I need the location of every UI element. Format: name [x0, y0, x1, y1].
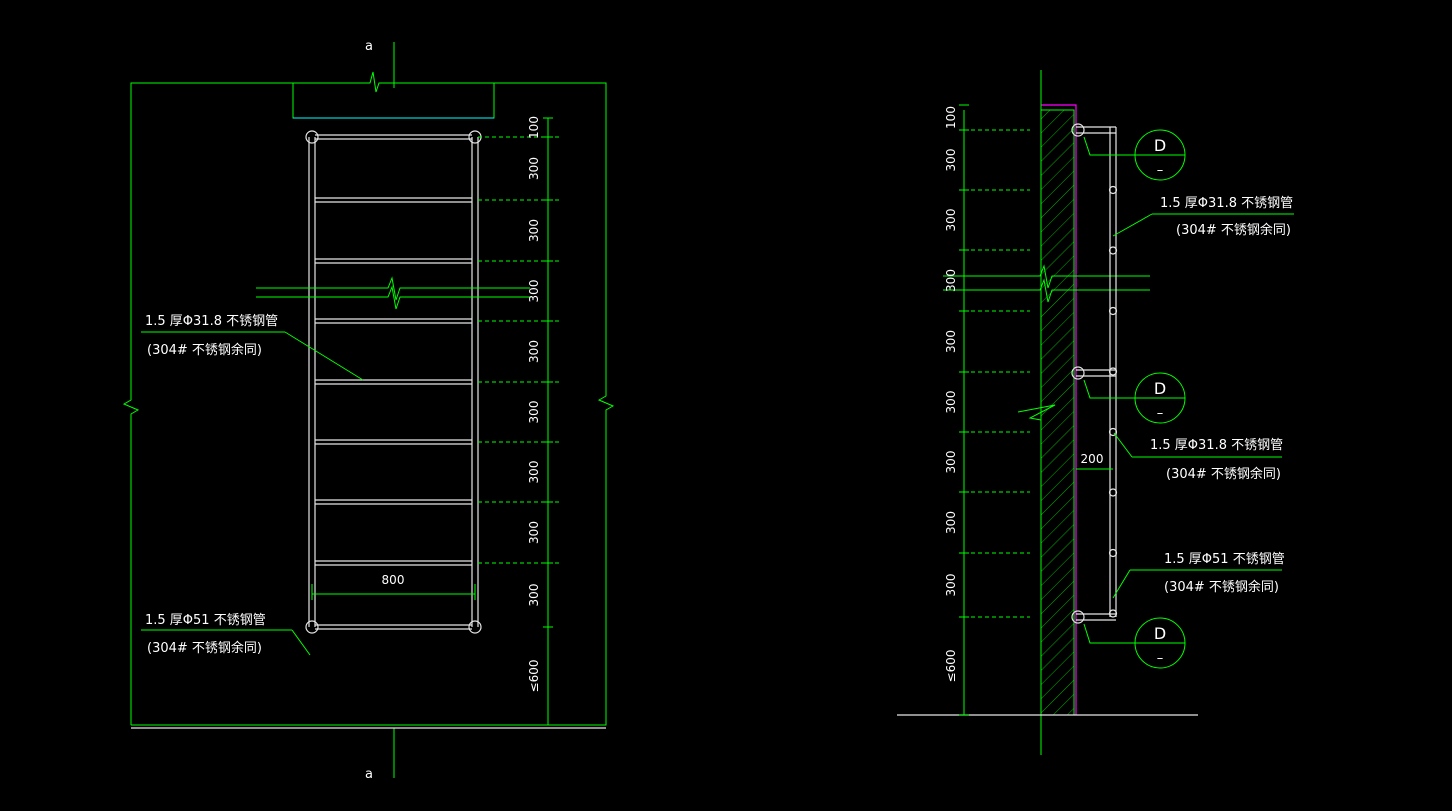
rung-end [1108, 367, 1118, 376]
rung-end [1108, 306, 1118, 316]
rung-end [1108, 427, 1118, 437]
section-rail-label-line2: (304# 不锈钢余同) [1164, 579, 1279, 595]
dim-label: 300 [527, 461, 541, 484]
dim-label: 300 [944, 511, 958, 534]
wall-outline [122, 82, 364, 725]
rung-end [1108, 548, 1118, 558]
detail-mark-2: D – [1083, 372, 1186, 424]
dim-label: ≤600 [944, 650, 958, 683]
svg-text:D: D [1154, 624, 1166, 643]
rail-label-line2: (304# 不锈钢余同) [147, 640, 262, 656]
section-mark-top: a [365, 39, 373, 54]
rail-label-line1: 1.5 厚Φ51 不锈钢管 [145, 613, 266, 628]
rung-label-line2: (304# 不锈钢余同) [147, 342, 262, 358]
offset-dimension: 200 [1081, 452, 1104, 466]
rung-end [1108, 185, 1118, 195]
section-rung2-label-line1: 1.5 厚Φ31.8 不锈钢管 [1150, 438, 1283, 453]
section-rung-label-line1: 1.5 厚Φ31.8 不锈钢管 [1160, 196, 1293, 211]
rung-end [1108, 609, 1118, 618]
width-dimension: 800 [382, 573, 405, 587]
detail-mark-1: D – [1083, 129, 1186, 181]
detail-mark-3: D – [1083, 617, 1186, 669]
rung-end [1108, 488, 1118, 497]
svg-text:D: D [1154, 379, 1166, 398]
dim-label: 300 [527, 401, 541, 424]
dim-label: 300 [527, 521, 541, 544]
svg-text:–: – [1157, 163, 1164, 178]
dim-label: 300 [944, 149, 958, 172]
section-rung-label-line2: (304# 不锈钢余同) [1176, 222, 1291, 238]
dim-label: 300 [527, 584, 541, 607]
section-rung2-label-line2: (304# 不锈钢余同) [1166, 466, 1281, 482]
dim-label: 300 [944, 269, 958, 292]
svg-text:D: D [1154, 136, 1166, 155]
svg-text:–: – [1157, 406, 1164, 421]
section-rail-label-line1: 1.5 厚Φ51 不锈钢管 [1164, 552, 1285, 567]
dim-label: 300 [944, 574, 958, 597]
rung-label-line1: 1.5 厚Φ31.8 不锈钢管 [145, 314, 278, 329]
dim-label: 300 [527, 340, 541, 363]
vertical-dimensions-section: 100 300 300 300 300 300 300 300 300 ≤600 [944, 104, 1030, 716]
dim-label: 300 [527, 219, 541, 242]
ladder-rungs [315, 134, 560, 630]
svg-text:–: – [1157, 651, 1164, 666]
front-elevation: a a 100 300 300 300 300 300 300 300 300 ≤600 [122, 39, 615, 782]
rung-ends [1108, 185, 1118, 618]
dim-label: 300 [527, 157, 541, 180]
dim-label: 300 [527, 280, 541, 303]
wall-section [1040, 109, 1075, 716]
dim-label: 300 [944, 391, 958, 414]
dim-label: 300 [944, 209, 958, 232]
dim-label: ≤600 [527, 660, 541, 693]
dim-label: 300 [944, 451, 958, 474]
dim-label: 100 [944, 106, 958, 129]
dim-label: 300 [944, 330, 958, 353]
section-mark-bottom: a [365, 767, 373, 782]
rung-end [1108, 246, 1118, 255]
dim-label: 100 [527, 116, 541, 139]
vertical-dimensions: 100 300 300 300 300 300 300 300 300 ≤600 [527, 116, 553, 726]
